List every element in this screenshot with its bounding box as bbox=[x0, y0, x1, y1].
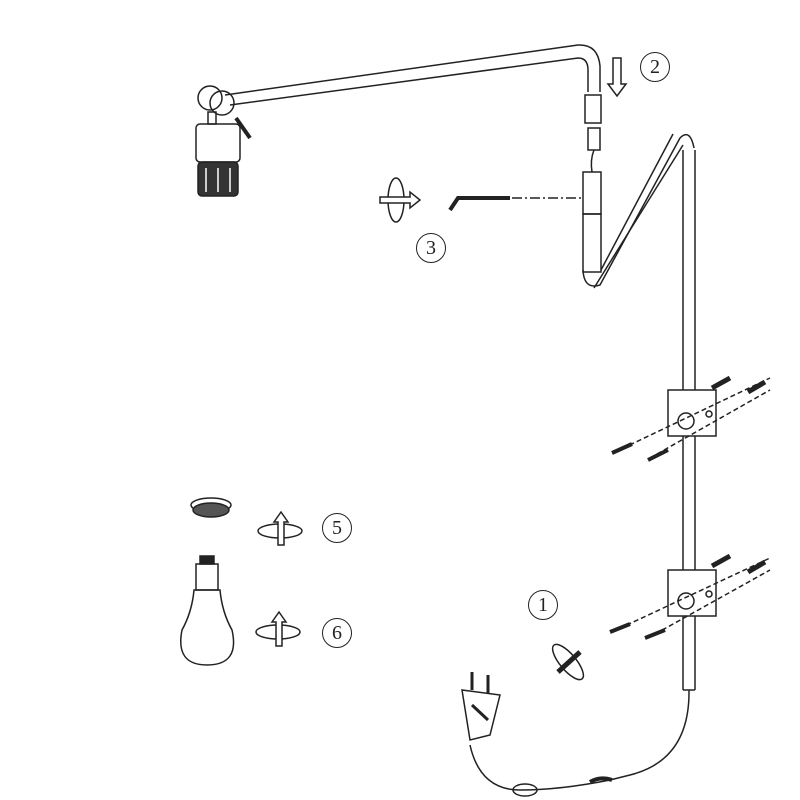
z-shaped-arm bbox=[582, 133, 695, 289]
wall-bracket-lower bbox=[609, 553, 771, 640]
down-arrow-icon bbox=[606, 57, 628, 98]
rotate-icon-step1 bbox=[551, 643, 585, 681]
step-5-label: 5 bbox=[322, 513, 352, 543]
light-bulb bbox=[180, 555, 235, 666]
horizontal-arm bbox=[224, 44, 601, 106]
rotate-icon-step5 bbox=[257, 510, 303, 546]
rotate-icon-step3 bbox=[379, 177, 422, 223]
lamp-socket bbox=[195, 85, 252, 197]
hex-key bbox=[448, 196, 582, 212]
step-1-label: 1 bbox=[528, 590, 558, 620]
rotate-icon-step6 bbox=[255, 610, 301, 647]
wall-bracket-upper bbox=[611, 375, 771, 462]
power-cord bbox=[469, 689, 690, 797]
step-2-label: 2 bbox=[640, 52, 670, 82]
step-6-label: 6 bbox=[322, 618, 352, 648]
arm-connector bbox=[582, 94, 602, 273]
plug bbox=[461, 672, 501, 741]
step-3-label: 3 bbox=[416, 233, 446, 263]
shade-ring bbox=[190, 497, 232, 518]
